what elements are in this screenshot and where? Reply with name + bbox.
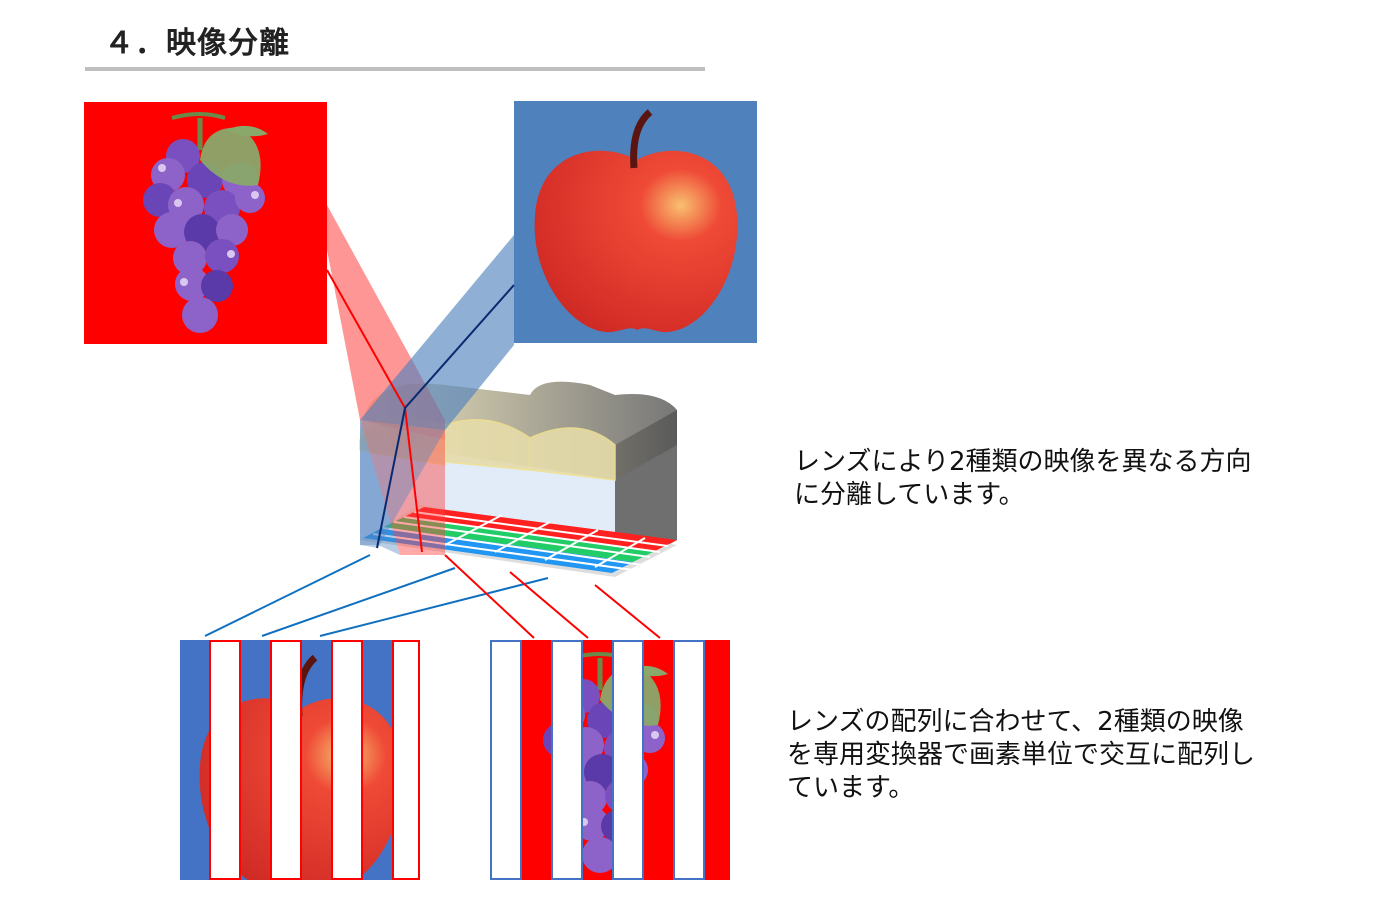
interleave-caption: レンズの配列に合わせて、2種類の映像 を専用変換器で画素単位で交互に配列し てい…: [787, 707, 1256, 803]
lenticular-lens-block: [326, 205, 677, 577]
interleaved-apple-image: [180, 640, 420, 880]
red-light-beam: [327, 205, 445, 440]
separation-caption: レンズにより2種類の映像を異なる方向 に分離しています。: [794, 447, 1252, 510]
blue-ray: [376, 284, 515, 549]
title-underline: [85, 67, 705, 71]
page-title: ４．映像分離: [104, 26, 290, 61]
red-projection-lines: [444, 554, 661, 639]
blue-projection-lines: [204, 554, 549, 637]
blue-light-beam: [360, 235, 514, 555]
interleaved-grapes-image: [490, 640, 730, 880]
apple-source-image: [514, 101, 757, 343]
pixel-grid: [360, 505, 677, 577]
grapes-source-image: [84, 102, 327, 344]
